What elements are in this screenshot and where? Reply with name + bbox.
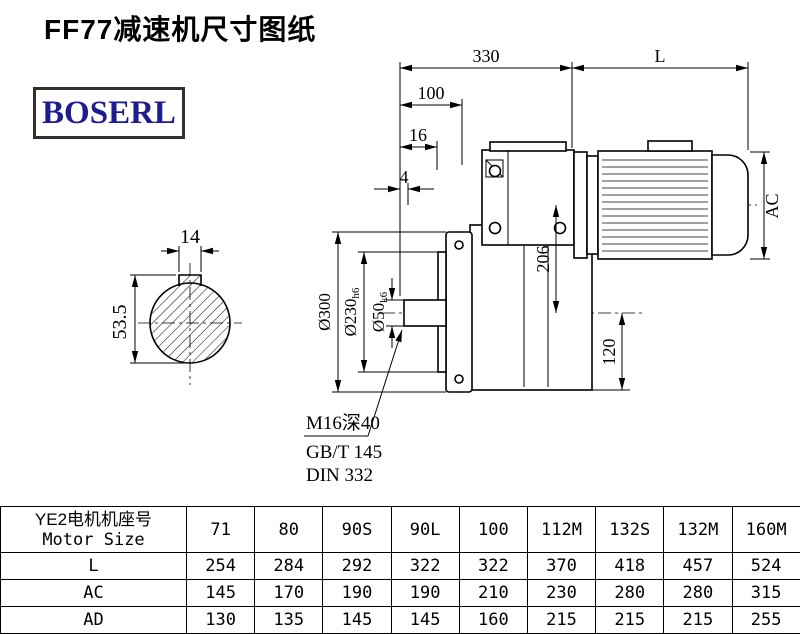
value-cell: 190 xyxy=(323,580,391,607)
value-cell: 292 xyxy=(323,553,391,580)
motor-size-header-en: Motor Size xyxy=(1,530,186,551)
bolt-hole xyxy=(490,223,501,234)
value-cell: 370 xyxy=(527,553,595,580)
value-cell: 418 xyxy=(596,553,664,580)
motor-size-cell: 90L xyxy=(391,507,459,553)
dim-shaft-diameter: Ø50k6 xyxy=(369,278,404,348)
motor-fan-cowl xyxy=(712,155,748,255)
reducer-side-view: 330 L 100 16 4 AC xyxy=(304,46,782,486)
value-cell: 215 xyxy=(596,607,664,634)
value-cell: 280 xyxy=(664,580,732,607)
shaft-dia-tolerance: k6 xyxy=(378,291,390,303)
value-cell: 322 xyxy=(459,553,527,580)
value-cell: 524 xyxy=(732,553,800,580)
motor-size-cell: 90S xyxy=(323,507,391,553)
motor-lifting-lug xyxy=(648,141,692,151)
spigot-dia-tolerance: h6 xyxy=(350,287,362,299)
dim-text-flange-dia: Ø300 xyxy=(315,293,334,331)
bolt-hole xyxy=(490,166,501,177)
motor-size-cell: 71 xyxy=(187,507,255,553)
value-cell: 190 xyxy=(391,580,459,607)
table-row-AD: AD 130 135 145 145 160 215 215 215 255 xyxy=(1,607,800,634)
dim-text-4: 4 xyxy=(400,167,409,187)
dim-text-14: 14 xyxy=(180,226,200,248)
motor-size-cell: 132S xyxy=(596,507,664,553)
dim-text-53-5: 53.5 xyxy=(109,305,131,340)
output-flange xyxy=(446,232,472,392)
value-cell: 215 xyxy=(527,607,595,634)
value-cell: 145 xyxy=(323,607,391,634)
dim-text-shaft-dia: Ø50k6 xyxy=(369,291,390,332)
row-label: AD xyxy=(1,607,187,634)
row-label: L xyxy=(1,553,187,580)
dim-L: L xyxy=(572,46,748,150)
note-din-standard: DIN 332 xyxy=(306,465,373,486)
value-cell: 130 xyxy=(187,607,255,634)
row-label: AC xyxy=(1,580,187,607)
flange-bolt-hole xyxy=(455,241,463,249)
dim-text-206: 206 xyxy=(533,246,553,273)
dim-4: 4 xyxy=(374,167,434,205)
shaft-dia-value: Ø50 xyxy=(369,303,388,332)
dim-text-16: 16 xyxy=(409,125,427,145)
dimension-drawing: 14 53.5 xyxy=(0,0,800,506)
value-cell: 230 xyxy=(527,580,595,607)
motor-front-flange xyxy=(587,156,598,254)
value-cell: 322 xyxy=(391,553,459,580)
dim-text-AC: AC xyxy=(762,193,782,218)
value-cell: 284 xyxy=(255,553,323,580)
value-cell: 255 xyxy=(732,607,800,634)
motor-size-table: YE2电机机座号 Motor Size 71 80 90S 90L 100 11… xyxy=(0,506,800,634)
flange-bolt-hole xyxy=(455,375,463,383)
value-cell: 457 xyxy=(664,553,732,580)
value-cell: 145 xyxy=(187,580,255,607)
motor-size-header-cn: YE2电机机座号 xyxy=(1,509,186,530)
shaft-section-view: 14 53.5 xyxy=(109,226,242,385)
output-shaft xyxy=(404,300,446,326)
value-cell: 210 xyxy=(459,580,527,607)
dim-text-330: 330 xyxy=(473,46,500,66)
housing-top-cap xyxy=(490,142,566,151)
table-row-AC: AC 145 170 190 190 210 230 280 280 315 xyxy=(1,580,800,607)
motor-size-cell: 112M xyxy=(527,507,595,553)
spigot-dia-value: Ø230 xyxy=(341,299,360,337)
motor-size-cell: 132M xyxy=(664,507,732,553)
dim-16: 16 xyxy=(400,125,437,170)
value-cell: 170 xyxy=(255,580,323,607)
motor-size-header: YE2电机机座号 Motor Size xyxy=(1,507,187,553)
table-header-row: YE2电机机座号 Motor Size 71 80 90S 90L 100 11… xyxy=(1,507,800,553)
motor-size-cell: 100 xyxy=(459,507,527,553)
value-cell: 160 xyxy=(459,607,527,634)
value-cell: 315 xyxy=(732,580,800,607)
dim-text-L: L xyxy=(655,46,666,66)
dim-text-120: 120 xyxy=(599,339,619,366)
value-cell: 215 xyxy=(664,607,732,634)
dim-AC: AC xyxy=(750,152,782,259)
dim-text-100: 100 xyxy=(418,83,445,103)
note-gbt-standard: GB/T 145 xyxy=(306,442,382,463)
table-row-L: L 254 284 292 322 322 370 418 457 524 xyxy=(1,553,800,580)
motor-adapter-flange xyxy=(574,152,587,258)
dim-120: 120 xyxy=(592,313,630,390)
dim-text-spigot-dia: Ø230h6 xyxy=(341,287,362,336)
value-cell: 280 xyxy=(596,580,664,607)
value-cell: 135 xyxy=(255,607,323,634)
keyway-notch xyxy=(179,275,201,286)
shaft-bore-circle xyxy=(150,283,230,363)
dim-100: 100 xyxy=(400,83,462,165)
value-cell: 145 xyxy=(391,607,459,634)
motor-size-cell: 80 xyxy=(255,507,323,553)
motor-size-cell: 160M xyxy=(732,507,800,553)
value-cell: 254 xyxy=(187,553,255,580)
tapped-hole-note: M16深40 GB/T 145 DIN 332 xyxy=(304,330,402,486)
note-tap: M16深40 xyxy=(306,412,380,434)
